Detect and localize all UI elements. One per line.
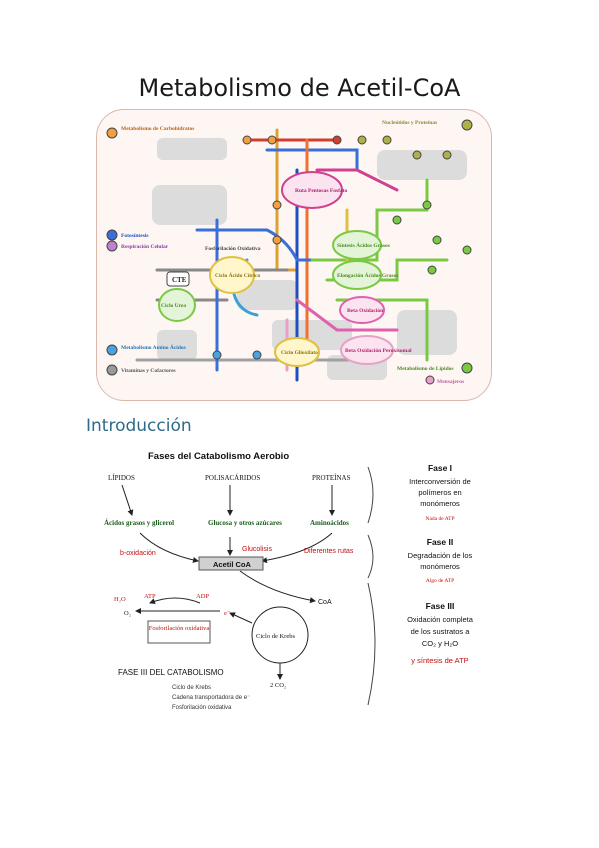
label-fosforilacion: Fosforilación oxidativa [149,625,210,632]
label-proteinas: PROTEÍNAS [312,474,351,482]
diagram-title: Fases del Catabolismo Aerobio [148,451,289,462]
label-glucolisis: Glucolisis [242,546,272,553]
legend-lipidos: Metabolismo de Lípidos [397,366,454,372]
fosforilacion-box [147,620,211,644]
metabolic-map-graphic: Metabolismo de Carbohidratos Nucleótidos… [106,119,473,385]
label-fase3-heading: FASE III DEL CATABOLISMO [118,668,224,677]
legend-carbohidratos: Metabolismo de Carbohidratos [121,126,194,132]
fase3-item-3: Fosforilación oxidativa [172,705,232,711]
legend-aminoacidos: Metabolismo Amino Ácidos [121,343,186,351]
label-cte: CTE [172,276,187,284]
label-b-oxidacion: b-oxidación [120,550,156,557]
catabolism-graphic: Fases del Catabolismo Aerobio LÍPIDOS PO… [104,451,474,711]
label-elongacion: Elongación Ácidos Grasos [337,271,398,279]
phase3-line1: Oxidación completa [407,615,474,624]
metabolic-map: Metabolismo de Carbohidratos Nucleótidos… [96,109,492,401]
legend-nucleotidos: Nucleótidos y Proteínas [382,120,437,126]
label-acidos-grasos: Ácidos grasos y glicerol [104,519,174,527]
phase3-line3: CO₂ y H₂O [422,639,458,648]
label-pentosas: Ruta Pentosas Fosfato [295,188,347,194]
label-glioxilato: Ciclo Glioxilato [281,350,318,356]
acetil-coa-box [198,556,264,571]
phase1-note: Nada de ATP [425,516,454,522]
label-o2: O₂ [124,610,131,617]
phase2-note: Algo de ATP [426,578,454,584]
label-co2: 2 CO₂ [270,682,286,689]
document-title: Metabolismo de Acetil-CoA [138,74,461,102]
label-diferentes-rutas: Diferentes rutas [304,548,354,555]
label-beta-peroxisomal: Beta Oxidación Peroxisomal [345,348,412,354]
phase3-line2: de los sustratos a [411,627,471,636]
map-bubbles [158,171,394,367]
phase3-title: Fase III [426,601,455,611]
phase3-note: y síntesis de ATP [411,656,468,665]
map-labels: Metabolismo de Carbohidratos Nucleótidos… [121,120,464,385]
phase2-line2: monómeros [420,562,460,571]
label-aminoacidos: Aminoácidos [310,519,349,527]
fase3-item-1: Ciclo de Krebs [172,685,211,691]
label-ciclo-urea: Ciclo Urea [161,303,186,309]
catabolism-diagram: Fases del Catabolismo Aerobio LÍPIDOS PO… [100,443,496,716]
label-sintesis: Síntesis Ácidos Grasos [337,241,390,249]
map-nodes [106,119,473,385]
phase1-line1: Interconversión de [409,477,471,486]
phase1-title: Fase I [428,463,452,473]
legend-fotosintesis: Fotosíntesis [121,233,149,239]
section-heading: Introducción [86,416,192,436]
phase1-line3: monómeros [420,499,460,508]
legend-respiracion: Respiración Celular [121,244,169,250]
label-atp-left: ATP [144,593,156,600]
label-lipidos: LÍPIDOS [108,474,135,482]
label-glucosa: Glucosa y otros azúcares [208,519,282,527]
label-beta-oxidacion: Beta Oxidación [347,308,383,314]
label-fosforilacion: Fosforilación Oxidativa [205,246,261,252]
legend-mensajeros: Mensajeros [437,379,464,385]
label-adp: ADP [196,593,209,600]
phase1-line2: polímeros en [418,488,461,497]
map-background-blocks [152,138,467,380]
phase2-line1: Degradación de los [408,551,473,560]
label-polisacaridos: POLISACÁRIDOS [205,474,260,482]
label-ciclo-citrico: Ciclo Ácido Cítrico [215,271,260,279]
label-acetil-coa: Acetil CoA [213,560,252,569]
phase2-title: Fase II [427,537,453,547]
phase-brackets [367,466,376,706]
label-coa: CoA [318,599,332,606]
label-ciclo-krebs: Ciclo de Krebs [256,633,295,640]
label-h2o: H₂O [114,596,126,603]
fase3-item-2: Cadena transportadora de e⁻ [172,695,250,701]
legend-vitaminas: Vitaminas y Cofactores [121,368,176,374]
label-e-minus: e⁻ [224,610,231,617]
